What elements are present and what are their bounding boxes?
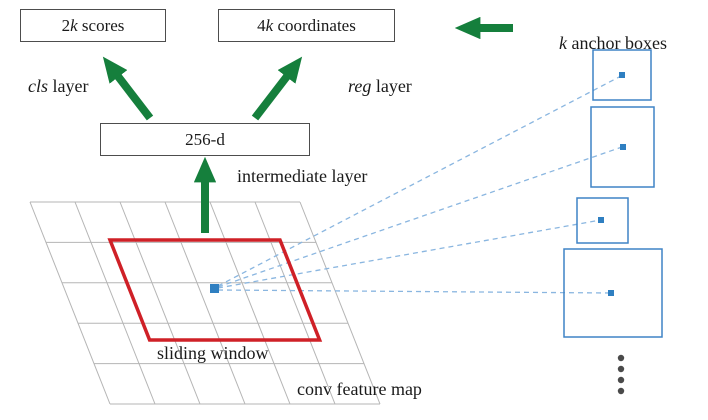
anchor-box-1-center (619, 72, 625, 78)
more-anchors-ellipsis (617, 354, 625, 395)
anchor-box-3-center (598, 217, 604, 223)
sliding-window-label: sliding window (157, 343, 269, 363)
anchor-boxes-group (563, 49, 663, 338)
anchor-box-centers (598, 72, 626, 296)
intermediate-box-label: 256-d (185, 129, 225, 149)
anchor-box-3 (576, 197, 629, 244)
anchor-boxes-label: k anchor boxes (559, 33, 667, 53)
anchor-box-1 (592, 49, 652, 101)
cls-arrow (102, 56, 154, 121)
cls-layer-label: cls layer (28, 76, 89, 96)
reg-layer-label: reg layer (348, 76, 412, 96)
anchor-box-2-center (620, 144, 626, 150)
reg-arrow (251, 56, 303, 121)
coordinates-box: 4k coordinates (218, 9, 395, 42)
intermediate-layer-label: intermediate layer (237, 166, 368, 186)
scores-box: 2k scores (20, 9, 166, 42)
anchor-box-4-center (608, 290, 614, 296)
intermediate-box: 256-d (100, 123, 310, 156)
anchor-box-2 (590, 106, 655, 188)
coordinates-label: 4k coordinates (257, 15, 356, 35)
sliding-window-outline (107, 238, 323, 342)
sliding-window-center-point (210, 284, 219, 293)
anchor-box-4 (563, 248, 663, 338)
conv-feature-map-label: conv feature map (297, 379, 422, 399)
scores-label: 2k scores (61, 15, 125, 35)
conv-feature-map-grid (29, 201, 381, 405)
